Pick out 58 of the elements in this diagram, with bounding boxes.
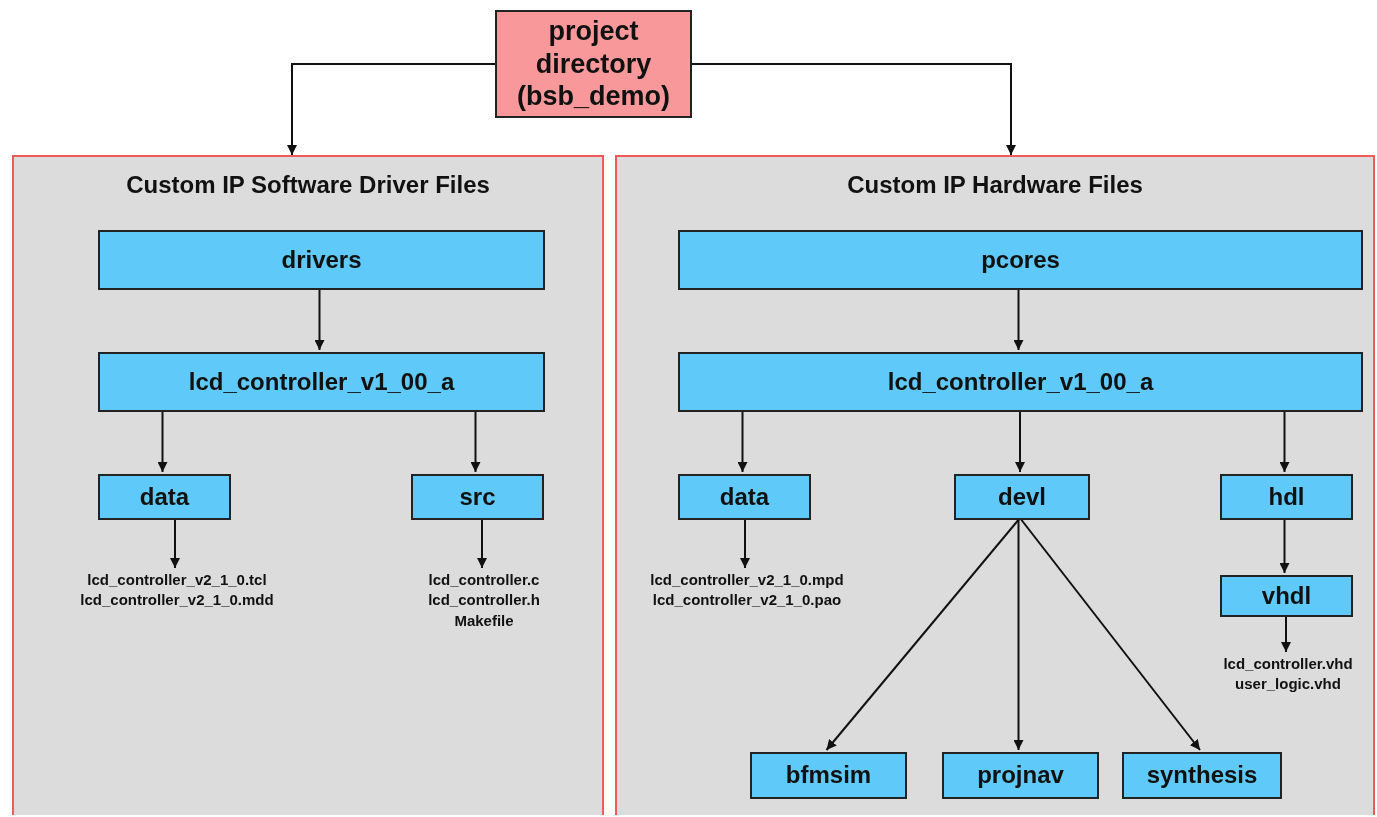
arrow xyxy=(737,409,748,473)
folder-box xyxy=(750,752,907,799)
arrow xyxy=(1013,287,1024,351)
arrow xyxy=(691,63,1016,156)
arrow xyxy=(1279,409,1290,473)
folder-label: drivers xyxy=(281,245,362,275)
arrow xyxy=(740,517,750,569)
file-name: lcd_controller_v2_1_0.mpd xyxy=(650,570,844,590)
file-name: lcd_controller_v2_1_0.mdd xyxy=(80,590,274,611)
folder-label: data xyxy=(139,482,190,512)
group-panel xyxy=(12,155,604,815)
arrow xyxy=(314,287,325,351)
folder-box xyxy=(1220,575,1353,617)
folder-box xyxy=(98,352,545,412)
arrow xyxy=(170,517,180,569)
folder-label: data xyxy=(719,482,770,512)
arrow xyxy=(825,517,1021,751)
folder-label: vhdl xyxy=(1261,581,1312,611)
file-name: lcd_controller.h xyxy=(428,590,540,611)
arrow xyxy=(157,409,168,473)
folder-box xyxy=(954,474,1090,520)
folder-box xyxy=(411,474,544,520)
file-name: lcd_controller_v2_1_0.pao xyxy=(652,590,842,611)
folder-label: projnav xyxy=(977,761,1064,790)
file-name: lcd_controller_v2_1_0.tcl xyxy=(87,570,267,590)
arrow xyxy=(477,517,487,569)
folder-box xyxy=(1220,474,1353,520)
file-name: lcd_controller.vhd xyxy=(1223,654,1353,674)
box-label: project directory (bsb_demo) xyxy=(516,15,671,113)
project-box xyxy=(495,10,692,118)
panel-title: Custom IP Hardware Files xyxy=(846,171,1144,199)
file-name: Makefile xyxy=(454,610,514,631)
arrow xyxy=(1015,409,1025,473)
folder-box xyxy=(98,230,545,290)
folder-label: devl xyxy=(998,482,1046,512)
file-name: user_logic.vhd xyxy=(1235,674,1341,695)
arrow xyxy=(1013,517,1024,751)
folder-box xyxy=(1122,752,1282,799)
folder-label: lcd_controller_v1_00_a xyxy=(188,367,455,397)
folder-box xyxy=(942,752,1099,799)
panel-title: Custom IP Software Driver Files xyxy=(125,171,491,199)
folder-box xyxy=(678,230,1363,290)
folder-label: lcd_controller_v1_00_a xyxy=(887,367,1154,397)
folder-label: pcores xyxy=(981,245,1060,275)
file-name: lcd_controller.c xyxy=(428,570,540,590)
folder-label: synthesis xyxy=(1146,761,1258,790)
folder-label: hdl xyxy=(1268,482,1305,512)
folder-box xyxy=(98,474,231,520)
arrow xyxy=(1281,614,1291,653)
folder-label: src xyxy=(459,482,496,512)
group-panel xyxy=(615,155,1375,815)
folder-box xyxy=(678,474,811,520)
arrow xyxy=(470,409,481,473)
folder-box xyxy=(678,352,1363,412)
folder-label: bfmsim xyxy=(785,761,872,790)
arrow xyxy=(1279,517,1290,574)
arrow xyxy=(1019,517,1201,751)
arrow xyxy=(287,63,496,156)
